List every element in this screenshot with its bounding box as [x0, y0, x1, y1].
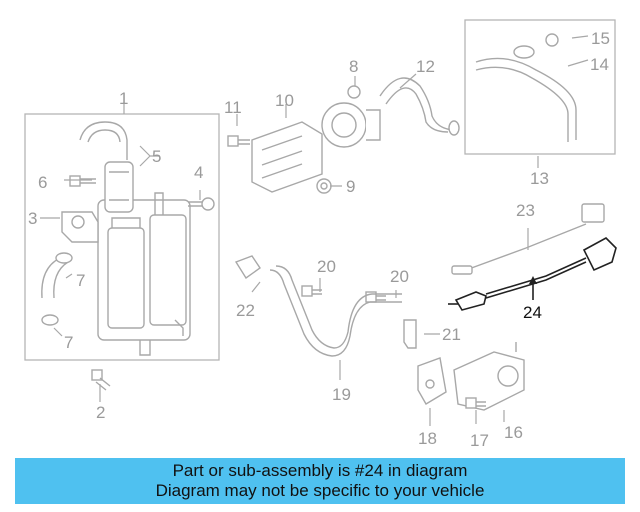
callout-12: 12: [416, 57, 435, 76]
leader-24-arrow: [529, 276, 537, 284]
part-3-shape: [61, 211, 99, 243]
part-11-shape: [227, 135, 250, 147]
callout-24: 24: [523, 303, 542, 322]
part-16-shape: [453, 342, 525, 411]
callout-20a: 20: [317, 257, 336, 276]
callout-5: 5: [152, 147, 161, 166]
info-banner: Part or sub-assembly is #24 in diagram D…: [15, 458, 625, 504]
part-4-shape: [188, 197, 215, 211]
part-10-shape: [251, 121, 323, 193]
part-24-sensor: [448, 237, 617, 311]
part-19-pipe: [269, 265, 402, 357]
parts-diagram: 1 2 3 4 5 6 7 7 8 9 10 11 12 13 14 15 16…: [24, 19, 617, 450]
callout-7b: 7: [64, 333, 73, 352]
callout-15: 15: [591, 29, 610, 48]
group-box-13: [464, 19, 616, 155]
part-23-sensor: [451, 203, 605, 275]
callout-14: 14: [590, 55, 609, 74]
callout-10: 10: [275, 91, 294, 110]
callout-2: 2: [96, 403, 105, 422]
part-9-shape: [316, 178, 332, 194]
callout-3: 3: [28, 209, 37, 228]
canister-part: [97, 192, 191, 356]
part-2-shape: [91, 369, 111, 391]
part-17-shape: [465, 397, 486, 409]
part-18-shape: [417, 357, 447, 405]
part-12-hose: [379, 77, 460, 136]
callout-21: 21: [442, 325, 461, 344]
part-21-shape: [403, 319, 417, 349]
callout-8: 8: [349, 57, 358, 76]
callout-6: 6: [38, 173, 47, 192]
callout-23: 23: [516, 201, 535, 220]
callout-1: 1: [119, 89, 128, 108]
part-5-shape: [79, 121, 134, 213]
leader-lines: [40, 35, 589, 426]
callout-11: 11: [224, 98, 242, 117]
callout-18: 18: [418, 429, 437, 448]
part-14-hose: [475, 33, 577, 142]
callout-22: 22: [236, 301, 255, 320]
banner-line-2: Diagram may not be specific to your vehi…: [155, 481, 485, 500]
part-22-shape: [234, 255, 261, 280]
group-box-1: [24, 113, 220, 361]
part-6-shape: [69, 175, 96, 187]
callout-16: 16: [504, 423, 523, 442]
part-7-hose: [41, 252, 73, 326]
callout-9: 9: [346, 177, 355, 196]
callout-17: 17: [470, 431, 489, 450]
callout-20b: 20: [390, 267, 409, 286]
callout-19: 19: [332, 385, 351, 404]
part-8-shape: [321, 85, 381, 148]
callout-4: 4: [194, 163, 203, 182]
callout-13: 13: [530, 169, 549, 188]
banner-line-1: Part or sub-assembly is #24 in diagram: [172, 461, 468, 480]
callout-7a: 7: [76, 271, 85, 290]
